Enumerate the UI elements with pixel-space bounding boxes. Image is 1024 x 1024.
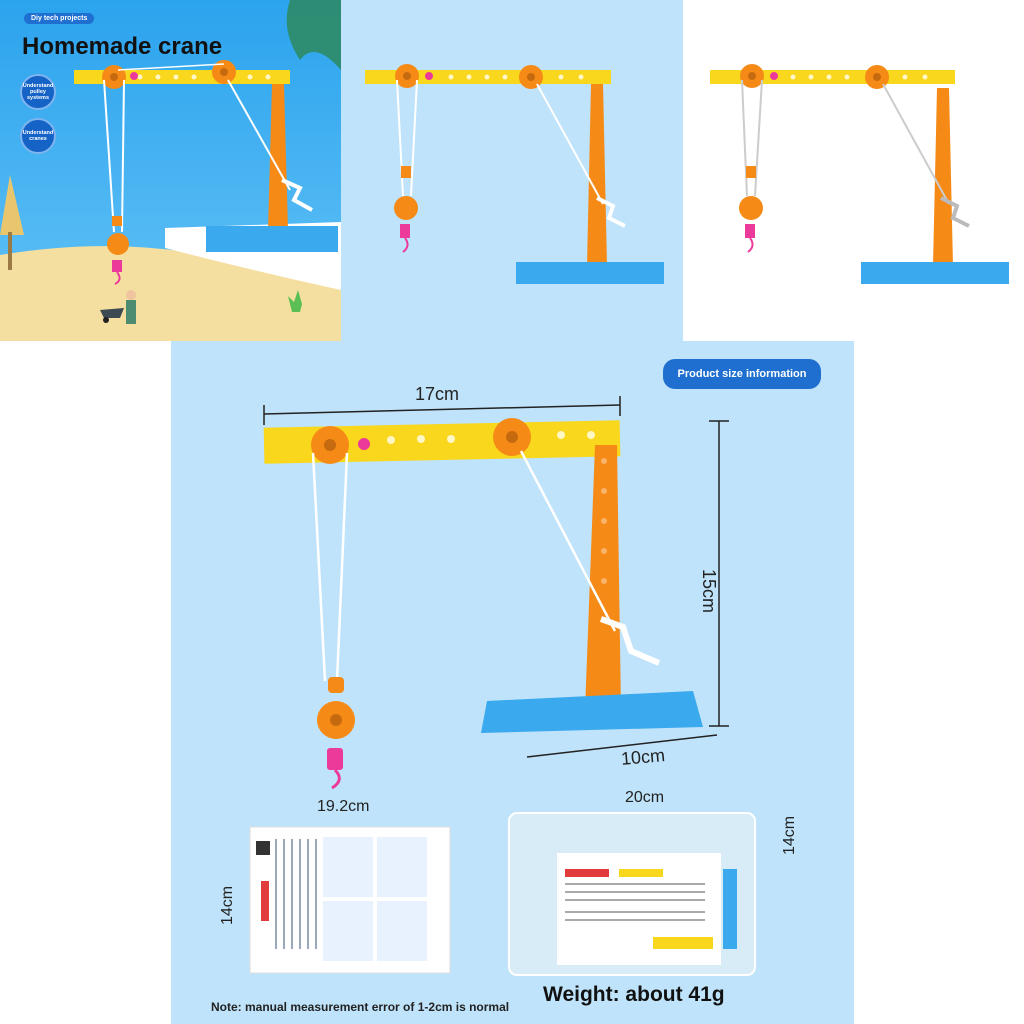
crane-photo-white xyxy=(683,0,1024,341)
feature-circle-crane: Understand cranes xyxy=(20,118,56,154)
hook-dimension-label: 19.2cm xyxy=(317,798,370,815)
hero-tag: Diy tech projects xyxy=(24,13,95,24)
size-info-panel: Product size information 17cm 15cm 10cm … xyxy=(171,341,854,1024)
width-dimension-label: 17cm xyxy=(415,384,460,404)
measurement-note: Note: manual measurement error of 1-2cm … xyxy=(211,1000,510,1014)
base-dimension-label: 10cm xyxy=(620,745,666,769)
crane-illustration xyxy=(365,64,664,284)
hero-title: Homemade crane xyxy=(22,33,223,60)
size-info-badge: Product size information xyxy=(663,359,821,389)
hero-scene xyxy=(0,0,341,341)
card-height-label: 14cm xyxy=(219,885,236,925)
blank-left xyxy=(0,341,171,1024)
weight-label: Weight: about 41g xyxy=(543,983,725,1006)
blank-right xyxy=(854,341,1024,1024)
bag-height-label: 14cm xyxy=(781,815,798,855)
crane-illustration xyxy=(710,64,1009,284)
height-dimension-label: 15cm xyxy=(699,569,719,614)
hero-panel: Diy tech projects Homemade crane Underst… xyxy=(0,0,341,341)
bag-width-label: 20cm xyxy=(625,789,665,806)
size-diagram xyxy=(249,396,756,976)
crane-photo-blue xyxy=(341,0,683,341)
feature-circle-pulley: Understand pulley systems xyxy=(20,74,56,110)
